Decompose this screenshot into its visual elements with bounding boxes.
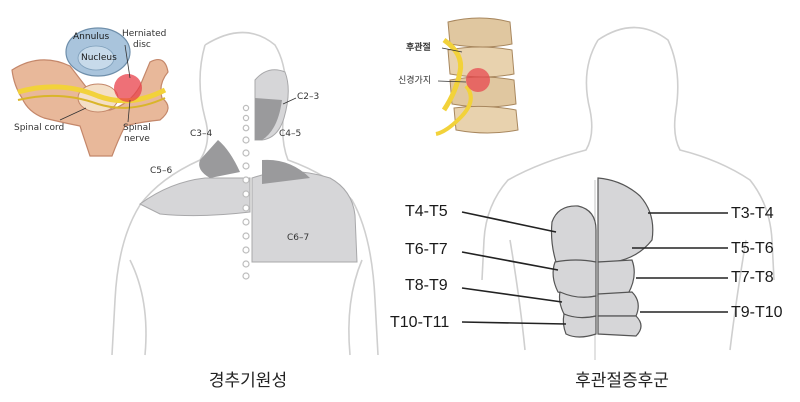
herniated-disc-inset [11, 27, 169, 157]
facet-panel: 후관절 신경가지 T4-T5 T6-T7 T8-T9 T10-T11 T3-T4… [390, 0, 800, 402]
body-outline [111, 31, 379, 356]
herniated-disc-label-line2: disc [133, 40, 151, 50]
facet-joint-inset [434, 14, 528, 136]
zone-t10-t11 [562, 313, 597, 338]
herniated-disc-label-line1: Herniated [122, 29, 167, 39]
annulus-label: Annulus [73, 32, 110, 42]
zone-c6-7 [251, 171, 358, 263]
nerve-branch-label: 신경가지 [398, 76, 432, 86]
zone-c4-5 [255, 98, 282, 140]
segment-leaders [282, 97, 297, 105]
thoracic-back-illustration [434, 14, 775, 360]
spine-dots [242, 104, 250, 280]
facet-joint-label: 후관절 [406, 43, 431, 53]
segment-t8-t9-label: T8-T9 [405, 277, 448, 294]
segment-t10-t11-label: T10-T11 [390, 314, 450, 331]
segment-c2-3-label: C2–3 [297, 92, 320, 102]
zone-t4-t5 [550, 205, 597, 266]
body-outline [481, 26, 775, 360]
segment-t3-t4-label: T3-T4 [731, 205, 774, 222]
zone-t7-t8 [597, 291, 639, 317]
nucleus-label: Nucleus [81, 53, 117, 63]
segment-c5-6-label: C5–6 [150, 166, 173, 176]
facet-pain-zones [550, 177, 654, 338]
segment-t7-t8-label: T7-T8 [731, 269, 774, 286]
spinal-cord-label: Spinal cord [14, 123, 65, 133]
cervical-back-illustration [11, 27, 379, 356]
spinal-nerve-label-line1: Spinal [123, 123, 151, 133]
dermatome-zones [139, 69, 358, 263]
spinal-nerve-label-line2: nerve [124, 134, 150, 144]
segment-t6-t7-label: T6-T7 [405, 241, 448, 258]
segment-leaders [461, 211, 728, 325]
segment-t4-t5-label: T4-T5 [405, 203, 448, 220]
zone-t3-t4 [597, 177, 654, 263]
segment-c6-7-label: C6–7 [287, 233, 310, 243]
zone-t9-t10 [597, 315, 642, 337]
zone-c3-4 [199, 140, 240, 178]
facet-caption: 후관절증후군 [575, 371, 669, 391]
cervical-panel: Annulus Nucleus Herniated disc Spinal co… [11, 27, 379, 391]
zone-c4-5-lower [262, 159, 310, 184]
segment-c3-4-label: C3–4 [190, 129, 213, 139]
segment-t9-t10-label: T9-T10 [731, 304, 783, 321]
zone-c5-6 [139, 177, 251, 217]
cervical-caption: 경추기원성 [208, 371, 288, 391]
zone-t5-t6 [597, 259, 635, 297]
segment-c4-5-label: C4–5 [279, 129, 302, 139]
segment-t5-t6-label: T5-T6 [731, 240, 774, 257]
